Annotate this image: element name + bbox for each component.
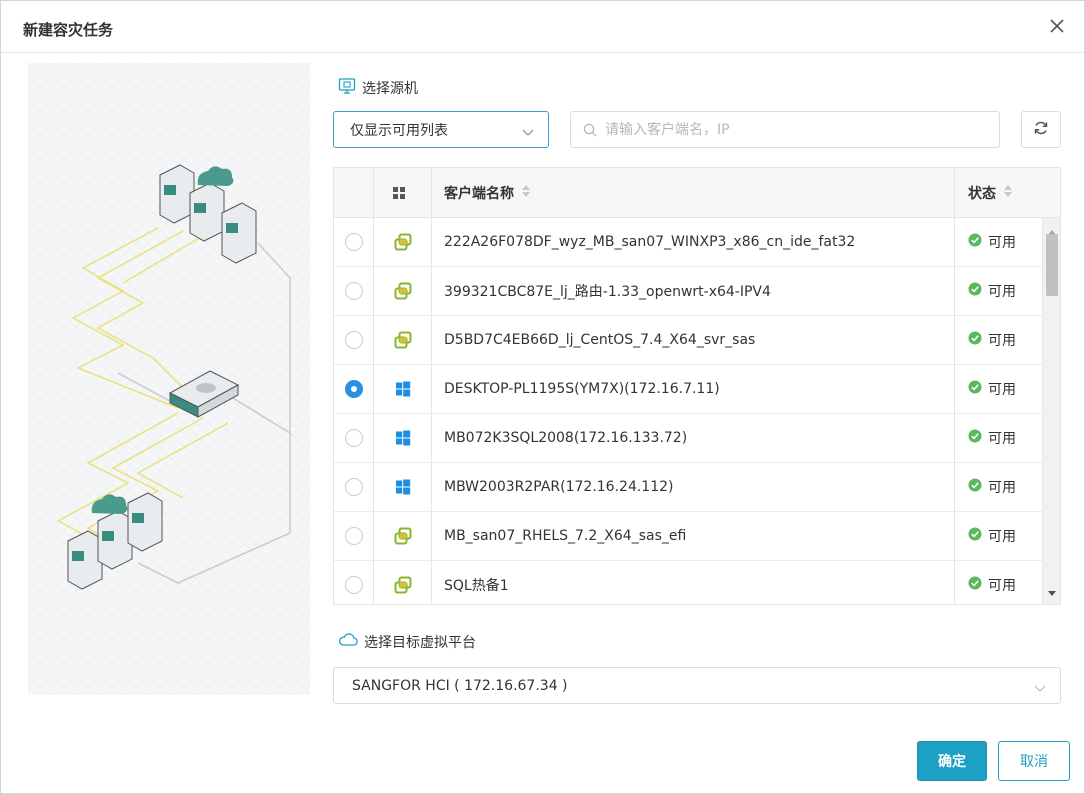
- check-circle-icon: [968, 331, 982, 349]
- client-name: DESKTOP-PL1195S(YM7X)(172.16.7.11): [444, 381, 720, 397]
- status-text: 可用: [988, 578, 1016, 594]
- row-radio[interactable]: [345, 576, 363, 594]
- status-cell: 可用: [968, 316, 1016, 364]
- row-radio[interactable]: [345, 429, 363, 447]
- status-cell: 可用: [968, 267, 1016, 315]
- target-section-text: 选择目标虚拟平台: [364, 635, 476, 651]
- table-row[interactable]: 399321CBC87E_lj_路由-1.33_openwrt-x64-IPV4…: [334, 267, 1042, 316]
- status-cell: 可用: [968, 414, 1016, 462]
- table-row[interactable]: D5BD7C4EB66D_lj_CentOS_7.4_X64_svr_sas 可用: [334, 316, 1042, 365]
- status-text: 可用: [988, 480, 1016, 496]
- columns-grid-icon[interactable]: [392, 168, 412, 218]
- client-table: 客户端名称 状态 222A26F078DF_wyz_MB_san07_WINXP…: [333, 167, 1061, 605]
- windows-icon: [394, 478, 412, 496]
- source-section-label: 选择源机: [338, 77, 418, 99]
- row-radio[interactable]: [345, 331, 363, 349]
- check-circle-icon: [968, 282, 982, 300]
- table-body: 222A26F078DF_wyz_MB_san07_WINXP3_x86_cn_…: [334, 218, 1042, 604]
- client-name: 399321CBC87E_lj_路由-1.33_openwrt-x64-IPV4: [444, 284, 771, 300]
- check-circle-icon: [968, 429, 982, 447]
- windows-icon: [394, 429, 412, 447]
- status-text: 可用: [988, 235, 1016, 251]
- target-select-value: SANGFOR HCI ( 172.16.67.34 ): [352, 677, 568, 694]
- status-text: 可用: [988, 333, 1016, 349]
- table-row[interactable]: MB_san07_RHELS_7.2_X64_sas_efi 可用: [334, 512, 1042, 561]
- dialog-header: 新建容灾任务: [1, 1, 1084, 53]
- close-icon[interactable]: [1046, 15, 1068, 37]
- availability-filter-select[interactable]: 仅显示可用列表: [333, 111, 549, 148]
- status-text: 可用: [988, 382, 1016, 398]
- check-circle-icon: [968, 380, 982, 398]
- table-row[interactable]: 222A26F078DF_wyz_MB_san07_WINXP3_x86_cn_…: [334, 218, 1042, 267]
- scroll-thumb[interactable]: [1046, 234, 1058, 296]
- confirm-button[interactable]: 确定: [917, 741, 987, 781]
- refresh-icon: [1033, 120, 1049, 140]
- windows-icon: [394, 380, 412, 398]
- search-icon: [583, 123, 597, 141]
- search-box[interactable]: [570, 111, 1000, 148]
- vmware-icon: [394, 233, 412, 251]
- filter-select-value: 仅显示可用列表: [350, 122, 448, 139]
- scroll-down-icon[interactable]: [1048, 585, 1056, 601]
- table-row[interactable]: MBW2003R2PAR(172.16.24.112) 可用: [334, 463, 1042, 512]
- table-scrollbar[interactable]: [1042, 218, 1060, 604]
- check-circle-icon: [968, 576, 982, 594]
- vmware-icon: [394, 527, 412, 545]
- status-cell: 可用: [968, 561, 1016, 604]
- search-input[interactable]: [605, 121, 985, 138]
- table-row[interactable]: MB072K3SQL2008(172.16.133.72) 可用: [334, 414, 1042, 463]
- column-header-name[interactable]: 客户端名称: [444, 168, 531, 218]
- chevron-down-icon: [522, 125, 534, 141]
- vmware-icon: [394, 331, 412, 349]
- table-row[interactable]: SQL热备1 可用: [334, 561, 1042, 604]
- client-name: SQL热备1: [444, 578, 509, 594]
- row-radio[interactable]: [345, 380, 363, 398]
- scroll-up-icon[interactable]: [1048, 223, 1056, 239]
- column-divider: [373, 168, 374, 604]
- status-text: 可用: [988, 431, 1016, 447]
- cloud-icon: [338, 632, 364, 652]
- refresh-button[interactable]: [1021, 111, 1061, 148]
- vmware-icon: [394, 282, 412, 300]
- check-circle-icon: [968, 478, 982, 496]
- row-radio[interactable]: [345, 282, 363, 300]
- status-cell: 可用: [968, 365, 1016, 413]
- status-text: 可用: [988, 529, 1016, 545]
- sort-icon: [1003, 184, 1013, 202]
- row-radio[interactable]: [345, 527, 363, 545]
- column-divider: [954, 168, 955, 604]
- status-text: 可用: [988, 284, 1016, 300]
- cancel-button[interactable]: 取消: [998, 741, 1070, 781]
- status-cell: 可用: [968, 512, 1016, 560]
- row-radio[interactable]: [345, 233, 363, 251]
- dialog-title: 新建容灾任务: [23, 21, 114, 39]
- chevron-down-icon: [1034, 681, 1046, 697]
- status-cell: 可用: [968, 218, 1016, 266]
- check-circle-icon: [968, 233, 982, 251]
- source-section-text: 选择源机: [362, 81, 418, 97]
- network-illustration: [28, 63, 310, 695]
- client-name: 222A26F078DF_wyz_MB_san07_WINXP3_x86_cn_…: [444, 234, 856, 250]
- column-header-status[interactable]: 状态: [968, 168, 1013, 218]
- column-divider: [431, 168, 432, 604]
- table-header: 客户端名称 状态: [334, 168, 1060, 218]
- check-circle-icon: [968, 527, 982, 545]
- client-name: MBW2003R2PAR(172.16.24.112): [444, 479, 674, 495]
- sort-icon: [521, 184, 531, 202]
- table-row[interactable]: DESKTOP-PL1195S(YM7X)(172.16.7.11) 可用: [334, 365, 1042, 414]
- client-name: D5BD7C4EB66D_lj_CentOS_7.4_X64_svr_sas: [444, 332, 756, 348]
- client-name: MB_san07_RHELS_7.2_X64_sas_efi: [444, 528, 687, 544]
- row-radio[interactable]: [345, 478, 363, 496]
- status-cell: 可用: [968, 463, 1016, 511]
- monitor-icon: [338, 77, 362, 99]
- vmware-icon: [394, 576, 412, 594]
- target-platform-select[interactable]: SANGFOR HCI ( 172.16.67.34 ): [333, 667, 1061, 704]
- client-name: MB072K3SQL2008(172.16.133.72): [444, 430, 688, 446]
- target-section-label: 选择目标虚拟平台: [338, 632, 476, 652]
